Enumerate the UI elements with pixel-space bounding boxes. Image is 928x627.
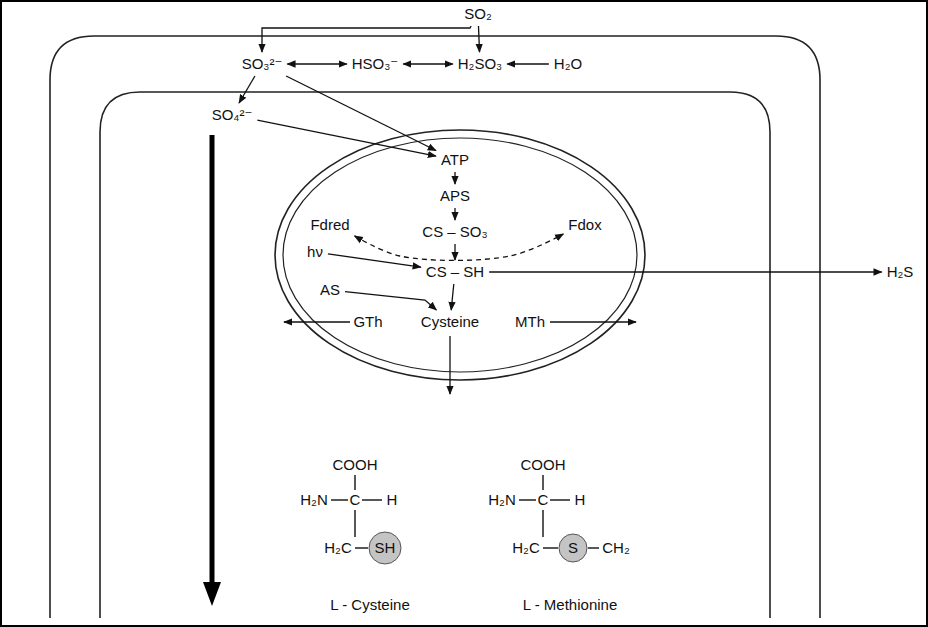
reaction-arrow — [262, 26, 471, 52]
structure-atom: H₂N — [488, 491, 516, 509]
reaction-arrow — [478, 26, 479, 52]
cell-wall-inner — [100, 92, 770, 618]
species-text: H₂S — [887, 263, 914, 280]
species-label: CS – SH — [423, 262, 487, 282]
label-text: C — [350, 491, 361, 508]
species-label: SO₃²⁻ — [239, 54, 286, 74]
species-text: H₂O — [554, 55, 582, 72]
species-label: H₂SO₃ — [455, 54, 505, 74]
species-text: SO₄²⁻ — [212, 106, 253, 123]
species-text: Fdox — [568, 216, 601, 233]
species-text: GTh — [353, 313, 382, 330]
compound-name: L - Methionine — [523, 596, 618, 614]
structure-atom: C — [538, 491, 549, 509]
reaction-arrow — [489, 271, 881, 272]
reaction-arrow — [454, 244, 455, 260]
label-text: L - Methionine — [523, 596, 618, 613]
species-label: GTh — [350, 312, 385, 332]
structure-atom: COOH — [521, 456, 566, 474]
export-arrow — [284, 321, 350, 322]
label-text: COOH — [333, 456, 378, 473]
label-text: COOH — [521, 456, 566, 473]
sulfur-highlight — [559, 534, 587, 562]
product-arrow — [449, 336, 450, 394]
label-text: L - Cysteine — [330, 596, 409, 613]
species-label: Cysteine — [418, 312, 482, 332]
label-text: H₂N — [300, 491, 328, 508]
species-text: Cysteine — [421, 313, 479, 330]
species-text: MTh — [515, 313, 545, 330]
export-arrow — [550, 321, 636, 322]
structure-atom: H₂C — [512, 539, 540, 557]
structure-atom: H — [575, 491, 586, 509]
species-label: CS – SO₃ — [419, 222, 490, 242]
reaction-arrow — [286, 76, 436, 151]
label-text: CH₂ — [602, 539, 630, 556]
label-text: SH — [375, 539, 396, 556]
reaction-arrow — [287, 63, 346, 64]
reaction-arrow — [454, 208, 455, 220]
transport-arrowhead — [203, 582, 221, 606]
transport-arrow — [210, 135, 215, 585]
reaction-arrow — [328, 254, 421, 267]
structure-atom: C — [350, 491, 361, 509]
reaction-arrow — [257, 120, 436, 156]
label-text: H — [575, 491, 586, 508]
reaction-arrow — [507, 63, 549, 64]
reaction-arrow — [403, 63, 453, 64]
species-text: Fdred — [310, 216, 349, 233]
species-label: SO₂ — [461, 4, 495, 24]
species-label: hν — [304, 242, 326, 262]
species-label: APS — [437, 186, 473, 206]
species-label: Fdred — [307, 215, 352, 235]
species-label: ATP — [438, 150, 472, 170]
reaction-arrow — [454, 172, 455, 184]
species-text: ATP — [441, 151, 469, 168]
species-text: HSO₃⁻ — [352, 55, 399, 72]
reaction-arrow — [239, 76, 255, 103]
species-text: SO₂ — [464, 5, 492, 22]
structure-atom: H₂C — [324, 539, 352, 557]
species-text: SO₃²⁻ — [242, 55, 283, 72]
species-text: AS — [320, 281, 340, 298]
structure-atom: S — [568, 539, 578, 557]
structure-atom: H — [387, 491, 398, 509]
chloroplast-outer — [275, 130, 645, 380]
species-text: H₂SO₃ — [458, 55, 502, 72]
species-label: HSO₃⁻ — [349, 54, 402, 74]
species-label: AS — [317, 280, 343, 300]
species-label: Fdox — [565, 215, 604, 235]
structure-atom: SH — [375, 539, 396, 557]
species-text: CS – SH — [426, 263, 484, 280]
reaction-arrow — [451, 284, 454, 310]
structure-atom: H₂N — [300, 491, 328, 509]
reaction-arrow — [345, 292, 436, 310]
methionine-bonds — [519, 475, 599, 548]
species-text: CS – SO₃ — [422, 223, 487, 240]
species-label: H₂O — [551, 54, 585, 74]
species-text: APS — [440, 187, 470, 204]
chloroplast-inner — [283, 138, 637, 372]
species-label: MTh — [512, 312, 548, 332]
thiol-highlight — [369, 532, 401, 564]
species-text: hν — [307, 243, 323, 260]
label-text: H₂C — [324, 539, 352, 556]
species-label: H₂S — [884, 262, 917, 282]
label-text: C — [538, 491, 549, 508]
label-text: H — [387, 491, 398, 508]
structure-atom: COOH — [333, 456, 378, 474]
cell-wall-outer — [50, 36, 820, 618]
structure-atom: CH₂ — [602, 539, 630, 557]
label-text: S — [568, 539, 578, 556]
species-label: SO₄²⁻ — [209, 105, 256, 125]
compound-name: L - Cysteine — [330, 596, 409, 614]
label-text: H₂N — [488, 491, 516, 508]
label-text: H₂C — [512, 539, 540, 556]
